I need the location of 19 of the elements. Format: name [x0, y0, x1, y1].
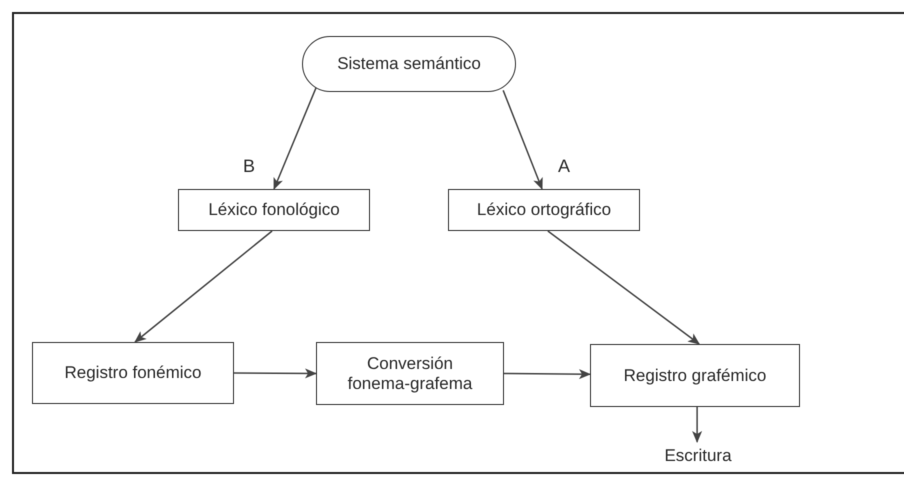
arrow [504, 369, 591, 380]
node-label: Conversión fonema-grafema [346, 354, 474, 394]
arrow [502, 90, 543, 190]
process-box [590, 344, 800, 407]
process-box [316, 342, 504, 405]
node-label: Léxico fonológico [208, 200, 340, 220]
arrow [273, 88, 317, 190]
node-label: Registro fonémico [64, 363, 202, 383]
process-box [178, 189, 370, 231]
process-box [32, 342, 234, 404]
node-label: Registro grafémico [624, 366, 766, 386]
output-text: Escritura [664, 446, 732, 466]
process-box [448, 189, 640, 231]
arrow [134, 230, 273, 343]
arrow [234, 368, 317, 378]
node-label: Sistema semántico [337, 54, 481, 74]
arrow [547, 230, 700, 345]
arrow [692, 407, 702, 443]
node-label: Léxico ortográfico [476, 200, 612, 220]
